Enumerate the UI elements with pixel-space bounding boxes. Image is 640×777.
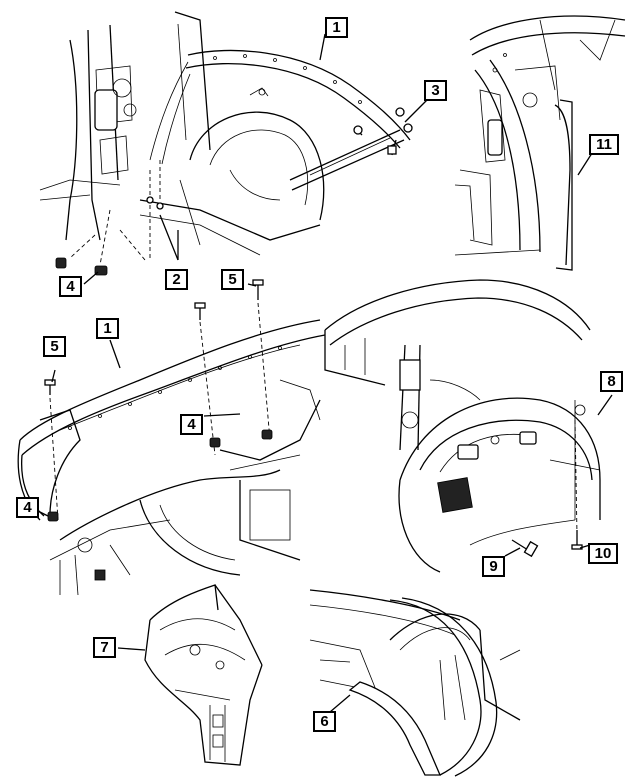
callout-1-middle: 1 — [96, 318, 119, 339]
view-top-right-seal — [454, 15, 626, 271]
callout-8: 8 — [600, 371, 623, 392]
callout-2: 2 — [165, 269, 188, 290]
view-bottom-right-flare-strip — [309, 589, 521, 777]
callout-10: 10 — [588, 543, 618, 564]
callout-9: 9 — [482, 556, 505, 577]
view-middle-left-flare-install — [17, 279, 326, 596]
callout-4-upper: 4 — [59, 276, 82, 297]
callout-5-middle: 5 — [43, 336, 66, 357]
callout-4-middle: 4 — [180, 414, 203, 435]
callout-5-upper: 5 — [221, 269, 244, 290]
callout-6: 6 — [313, 711, 336, 732]
callout-11: 11 — [589, 134, 619, 155]
view-top-left-fender-flare — [39, 11, 413, 276]
callout-4-lower: 4 — [16, 497, 39, 518]
callout-7: 7 — [93, 637, 116, 658]
view-bottom-left-splash-shield — [144, 584, 263, 766]
callout-3: 3 — [424, 80, 447, 101]
view-middle-right-fender-liner — [324, 279, 601, 573]
callout-1-upper: 1 — [325, 17, 348, 38]
